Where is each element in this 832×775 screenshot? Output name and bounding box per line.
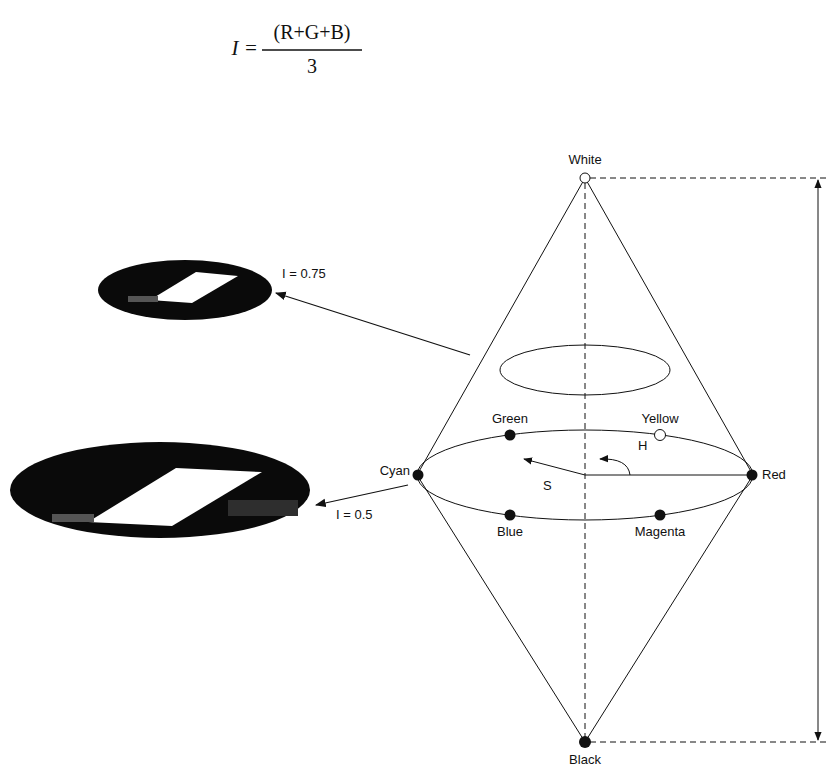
formula-denominator: 3 (307, 54, 317, 78)
color-name: Cyan (380, 463, 410, 479)
yellow-point (655, 430, 666, 441)
color-name: White (568, 152, 601, 168)
sample-highlight (150, 272, 238, 303)
green-point (505, 430, 516, 441)
color-name: Black (569, 752, 601, 768)
hue-arc (600, 459, 630, 475)
sample-detail (128, 296, 158, 302)
blue-point (505, 510, 516, 521)
hue-reference (585, 475, 753, 476)
black-point (579, 736, 591, 748)
white-point (580, 173, 590, 183)
color-name: Blue (497, 524, 523, 540)
sample-highlight (88, 468, 262, 526)
fraction-bar (262, 49, 362, 51)
saturation-arrow (524, 459, 585, 475)
formula-left: I = (232, 36, 258, 60)
cone-edge (585, 475, 753, 742)
sample-ellipse-large (10, 442, 310, 538)
red-point (747, 470, 758, 481)
cyan-point (413, 470, 424, 481)
dimension-line (590, 742, 826, 743)
sample-ellipse-small (98, 260, 272, 320)
color-name: Magenta (635, 524, 686, 540)
intensity-axis (585, 183, 586, 738)
color-name: Red (762, 467, 786, 483)
dimension-line (590, 178, 826, 179)
leader-arrow (276, 293, 470, 355)
hue-label: H (638, 438, 647, 454)
leader-arrow (316, 485, 408, 505)
magenta-point (655, 510, 666, 521)
color-name: Yellow (641, 411, 678, 427)
intensity-label: I = 0.5 (336, 507, 373, 523)
color-name: Green (492, 411, 528, 427)
formula-numerator: (R+G+B) (273, 20, 350, 44)
saturation-label: S (543, 478, 552, 494)
sample-detail (52, 514, 94, 522)
sample-detail (228, 500, 298, 516)
cone-edge (417, 475, 585, 742)
intensity-label: I = 0.75 (282, 266, 326, 282)
dimension-arrow (818, 180, 819, 740)
